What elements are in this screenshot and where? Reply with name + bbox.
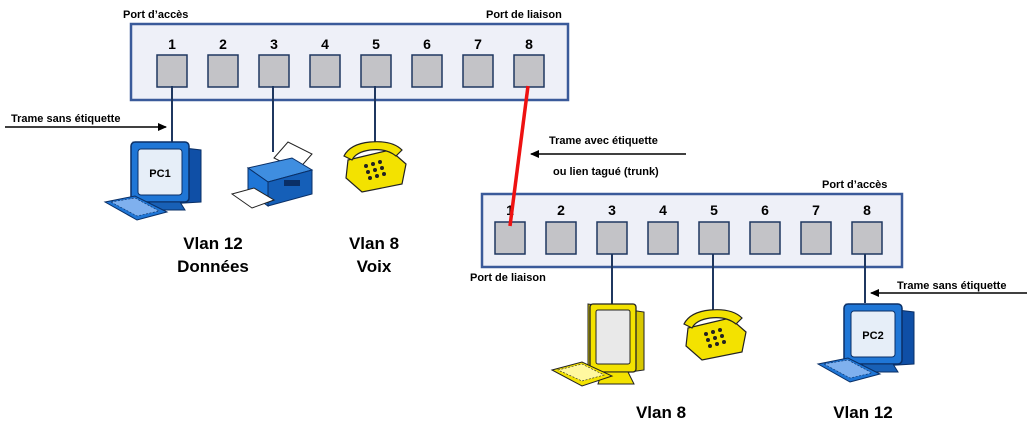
switch-bottom-port-4-number: 4 — [659, 202, 667, 218]
vlan12-bottom-label: Vlan 12 — [833, 403, 893, 422]
pc1-label: PC1 — [149, 168, 170, 180]
vlan12-data-label: Vlan 12 — [183, 234, 243, 253]
switch-top-port-8 — [513, 54, 545, 88]
data-label: Données — [177, 257, 249, 276]
pc2-label: PC2 — [862, 330, 883, 342]
untagged-frame-label-left: Trame sans étiquette — [11, 113, 120, 125]
voice-label: Voix — [357, 257, 392, 276]
switch-bottom-port-3-number: 3 — [608, 202, 616, 218]
phone-bottom-icon — [683, 309, 747, 361]
switch-bottom-body — [480, 192, 904, 269]
switch-bottom-access-label: Port d’accès — [822, 179, 887, 191]
printer-icon — [230, 141, 314, 209]
switch-bottom-port-7 — [800, 221, 832, 255]
switch-bottom-port-5 — [698, 221, 730, 255]
switch-top-port-3 — [258, 54, 290, 88]
phone-top-icon — [343, 141, 407, 193]
switch-bottom-port-2-number: 2 — [557, 202, 565, 218]
switch-top-port-3-number: 3 — [270, 36, 278, 52]
cables — [171, 85, 866, 315]
switch-top-ports: 1 2 3 4 5 6 7 8 — [156, 36, 545, 88]
trunk-link — [508, 85, 530, 227]
vlan8-bottom-label: Vlan 8 — [636, 403, 686, 422]
switch-bottom-trunk-label: Port de liaison — [470, 272, 546, 284]
switch-bottom-port-1-number: 1 — [506, 202, 514, 218]
tagged-frame-label-1: Trame avec étiquette — [549, 135, 658, 147]
switch-top: Port d’accès Port de liaison 1 2 3 4 5 6 7 8 — [123, 9, 570, 102]
tagged-frame-label-2: ou lien tagué (trunk) — [553, 166, 659, 178]
switch-top-port-6 — [411, 54, 443, 88]
switch-bottom-ports: 1 2 3 4 5 6 7 8 — [494, 202, 883, 255]
switch-top-body — [129, 22, 570, 102]
switch-bottom-port-2 — [545, 221, 577, 255]
switch-top-port-4 — [309, 54, 341, 88]
switch-bottom: Port d’accès Port de liaison 1 2 3 4 5 6 7 8 — [470, 179, 904, 284]
switch-bottom-port-5-number: 5 — [710, 202, 718, 218]
switch-top-port-7-number: 7 — [474, 36, 482, 52]
switch-bottom-port-4 — [647, 221, 679, 255]
switch-top-port-6-number: 6 — [423, 36, 431, 52]
switch-top-port-4-number: 4 — [321, 36, 329, 52]
switch-bottom-port-8-number: 8 — [863, 202, 871, 218]
switch-top-port-1-number: 1 — [168, 36, 176, 52]
switch-bottom-port-7-number: 7 — [812, 202, 820, 218]
untagged-frame-label-right: Trame sans étiquette — [897, 280, 1006, 292]
pc1-computer-icon: PC1 — [103, 141, 202, 221]
switch-top-port-8-number: 8 — [525, 36, 533, 52]
switch-top-access-label: Port d’accès — [123, 9, 188, 21]
frame-annotations: Trame sans étiquette Trame avec étiquett… — [5, 113, 1027, 297]
switch-top-port-2 — [207, 54, 239, 88]
pc-vlan8-computer-icon — [550, 303, 645, 387]
switch-bottom-port-6 — [749, 221, 781, 255]
switch-bottom-port-1 — [494, 221, 526, 255]
switch-top-port-1 — [156, 54, 188, 88]
switch-bottom-port-6-number: 6 — [761, 202, 769, 218]
pc2-computer-icon: PC2 — [816, 303, 915, 383]
switch-bottom-port-8 — [851, 221, 883, 255]
switch-top-port-5-number: 5 — [372, 36, 380, 52]
switch-top-port-5 — [360, 54, 392, 88]
vlan8-voice-label: Vlan 8 — [349, 234, 399, 253]
vlan-labels: Vlan 12 Données Vlan 8 Voix Vlan 8 Vlan … — [177, 234, 893, 422]
switch-bottom-port-3 — [596, 221, 628, 255]
switch-top-trunk-label: Port de liaison — [486, 9, 562, 21]
switch-top-port-7 — [462, 54, 494, 88]
switch-top-port-2-number: 2 — [219, 36, 227, 52]
